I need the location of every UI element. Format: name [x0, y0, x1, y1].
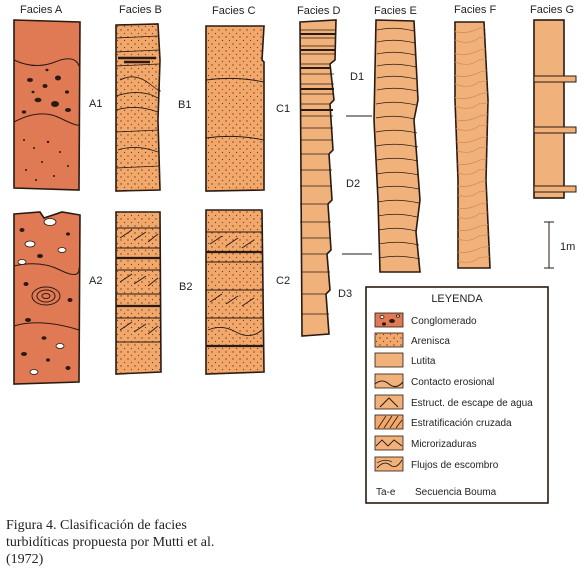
facies-e-label: Facies E [374, 5, 417, 17]
facies-b2-column [115, 211, 162, 375]
water-escape-icon [374, 394, 404, 410]
legend-title: LEYENDA [431, 293, 483, 305]
facies-a1-column [13, 19, 81, 191]
subfacies-a1-label: A1 [89, 98, 102, 110]
facies-g-label: Facies G [530, 4, 574, 16]
scale-label: 1m [560, 241, 575, 253]
mudstone-swatch-icon [374, 352, 404, 368]
erosional-contact-icon [374, 373, 404, 389]
facies-c1-column [205, 25, 265, 192]
cross-bedding-icon [374, 414, 404, 430]
facies-diagram: Facies A Facies B Facies C Facies D Faci… [13, 4, 577, 504]
facies-f-column [454, 21, 491, 269]
legend: LEYENDA [365, 286, 549, 504]
subfacies-a2-label: A2 [89, 275, 102, 287]
legend-label-conglomerado: Conglomerado [411, 316, 477, 327]
facies-a2-column [13, 211, 81, 385]
facies-b-label: Facies B [119, 4, 162, 16]
facies-d-label: Facies D [297, 5, 340, 17]
subfacies-d1-label: D1 [350, 71, 364, 83]
facies-f-label: Facies F [454, 4, 496, 16]
facies-c-label: Facies C [212, 5, 255, 17]
facies-d-column [299, 19, 337, 337]
legend-bouma-code: Ta-e [376, 487, 396, 498]
ripple-marks-icon [374, 435, 404, 451]
legend-bouma-label: Secuencia Bouma [415, 487, 497, 498]
facies-b1-column [115, 23, 161, 192]
subfacies-d2-label: D2 [346, 178, 360, 190]
caption-line-1: Figura 4. Clasificación de facies [6, 518, 187, 533]
subfacies-b2-label: B2 [179, 281, 192, 293]
legend-label-contacto-erosional: Contacto erosional [411, 377, 494, 388]
subfacies-c1-label: C1 [276, 103, 290, 115]
subfacies-d3-label: D3 [338, 288, 352, 300]
scale-bar [544, 221, 554, 269]
legend-label-estratificacion: Estratificación cruzada [411, 418, 512, 429]
legend-label-escape-agua: Estruct. de escape de agua [411, 398, 533, 409]
subfacies-c2-label: C2 [276, 275, 290, 287]
subfacies-b1-label: B1 [178, 99, 191, 111]
figure-caption: Figura 4. Clasificación de facies turbid… [6, 517, 336, 568]
legend-label-microrizaduras: Microrizaduras [411, 439, 477, 450]
facies-c2-column [205, 209, 265, 375]
caption-line-3: (1972) [6, 552, 44, 567]
legend-label-lutita: Lutita [411, 356, 436, 367]
facies-g-column [533, 19, 577, 199]
legend-label-flujos: Flujos de escombro [411, 460, 499, 471]
caption-line-2: turbidíticas propuesta por Mutti et al. [6, 535, 215, 550]
conglomerate-swatch-icon [374, 312, 404, 328]
facies-a-label: Facies A [20, 4, 63, 16]
legend-label-arenisca: Arenisca [411, 336, 450, 347]
facies-e-column [373, 19, 421, 273]
debris-flow-icon [374, 456, 404, 472]
sandstone-swatch-icon [374, 332, 404, 348]
